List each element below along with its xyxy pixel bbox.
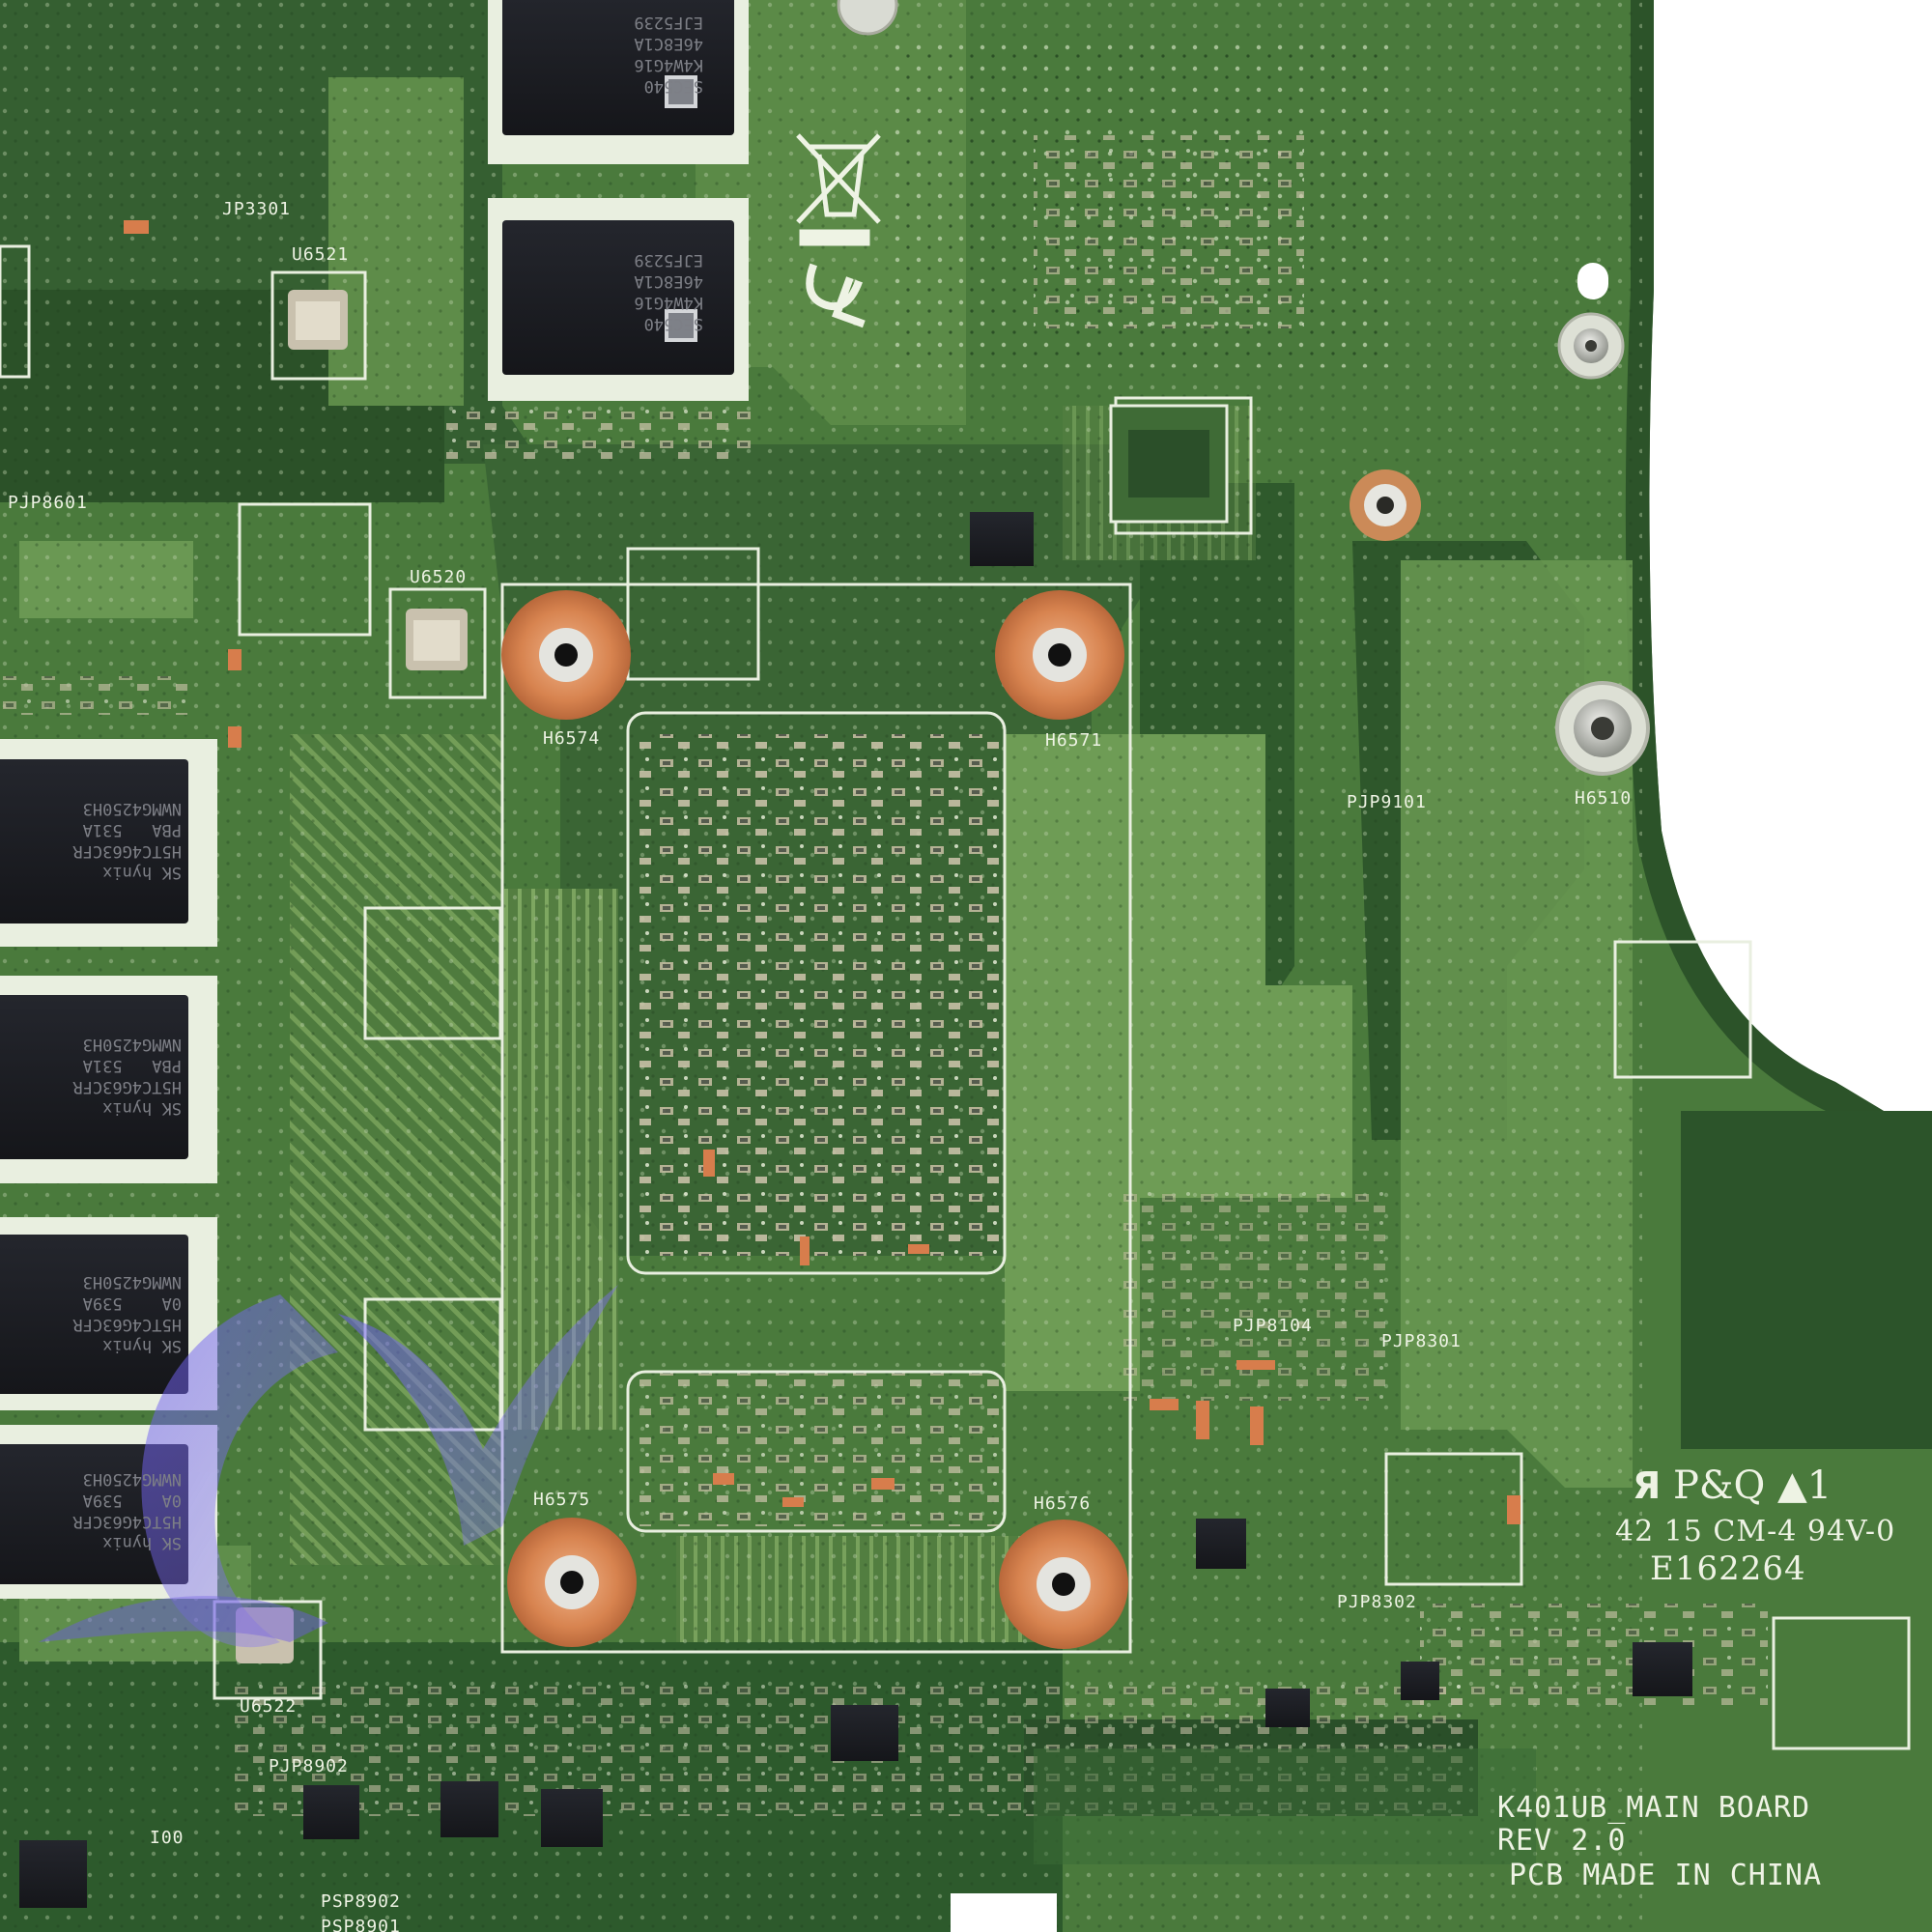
- pq-mark-text: P&Q ▲1: [1672, 1463, 1833, 1508]
- weee-bin-symbol: [796, 133, 881, 246]
- label-pjp8302: PJP8302: [1337, 1592, 1417, 1612]
- ul-file-number: E162264: [1650, 1549, 1806, 1588]
- label-u6522: U6522: [240, 1696, 298, 1717]
- label-h6575: H6575: [533, 1490, 591, 1510]
- ic-bottom-5: [541, 1789, 603, 1847]
- cpu-keepout-outline: [500, 582, 1132, 1654]
- label-pjp9101: PJP9101: [1347, 792, 1427, 812]
- memory-chip-top-1: [488, 0, 749, 164]
- bottom-white-cutout: [951, 1893, 1057, 1932]
- screw-pad-top: [837, 0, 898, 36]
- memory-chip-top-2: [488, 198, 749, 401]
- label-pjp8902: PJP8902: [269, 1756, 349, 1776]
- chip-marking-left-4: SK hynix H5TC4G63CFR 0A 539A NWMG4250H3: [72, 1469, 182, 1552]
- label-u6521: U6521: [292, 244, 350, 265]
- label-jp3301: JP3301: [222, 199, 292, 219]
- chip-marking-left-1: SK hynix H5TC4G63CFR PBA 531A NWMG4250H3: [72, 799, 182, 882]
- board-name: K401UB_MAIN BOARD: [1497, 1791, 1811, 1825]
- screw-pad-h6576: [999, 1520, 1128, 1649]
- label-h6576: H6576: [1034, 1493, 1092, 1514]
- screw-pad-h6510: [1555, 681, 1650, 776]
- ic-qfn: [970, 512, 1034, 566]
- screw-pad-h6571: [995, 590, 1124, 720]
- chip-marking-top-1: SEC540 K4W4G16 46E8C1A EJF5239: [634, 13, 703, 96]
- screw-pad-silver-3: [1350, 469, 1421, 541]
- chip-marking-top-2: SEC540 K4W4G16 46E8C1A EJF5239: [634, 250, 703, 333]
- screw-pad-h6574: [501, 590, 631, 720]
- capacitors-orange: [124, 220, 1520, 1524]
- label-h6510: H6510: [1575, 788, 1633, 809]
- memory-chip-left-2: [0, 976, 217, 1183]
- label-pjp8601: PJP8601: [8, 493, 88, 513]
- label-pjp8301: PJP8301: [1381, 1331, 1462, 1351]
- memory-chip-left-1: [0, 739, 217, 947]
- label-h6571: H6571: [1045, 730, 1103, 751]
- made-in-label: PCB MADE IN CHINA: [1509, 1859, 1823, 1892]
- chip-marking-left-2: SK hynix H5TC4G63CFR PBA 531A NWMG4250H3: [72, 1035, 182, 1118]
- watermark-logo: [39, 1285, 618, 1648]
- screw-pad-h6575: [507, 1518, 637, 1647]
- label-psp8901: PSP8901: [321, 1917, 401, 1932]
- mounting-slot: [1577, 263, 1608, 299]
- ic-bottom-2: [1633, 1642, 1692, 1696]
- inductor-u6520: [388, 587, 487, 699]
- ic-bottom-1: [1196, 1519, 1246, 1569]
- ul-logo-icon: Я: [1633, 1464, 1662, 1507]
- board-revision: REV 2.0: [1497, 1824, 1627, 1858]
- label-u6520: U6520: [410, 567, 468, 587]
- ic-bottom-3: [303, 1785, 359, 1839]
- inductor-u6521: [270, 270, 367, 381]
- label-pjp8104: PJP8104: [1233, 1316, 1313, 1336]
- chip-marking-left-3: SK hynix H5TC4G63CFR 0A 539A NWMG4250H3: [72, 1272, 182, 1355]
- ic-bottom-6: [19, 1840, 87, 1908]
- pq-mark: Я P&Q ▲1: [1633, 1463, 1832, 1508]
- label-i00: I00: [150, 1828, 185, 1848]
- label-h6574: H6574: [543, 728, 601, 749]
- screw-pad-silver-2: [1557, 312, 1625, 380]
- ic-bottom-4: [440, 1781, 498, 1837]
- label-psp8902: PSP8902: [321, 1891, 401, 1912]
- date-code: 42 15 CM-4 94V-0: [1615, 1515, 1896, 1548]
- ul-mark-top: [806, 263, 866, 328]
